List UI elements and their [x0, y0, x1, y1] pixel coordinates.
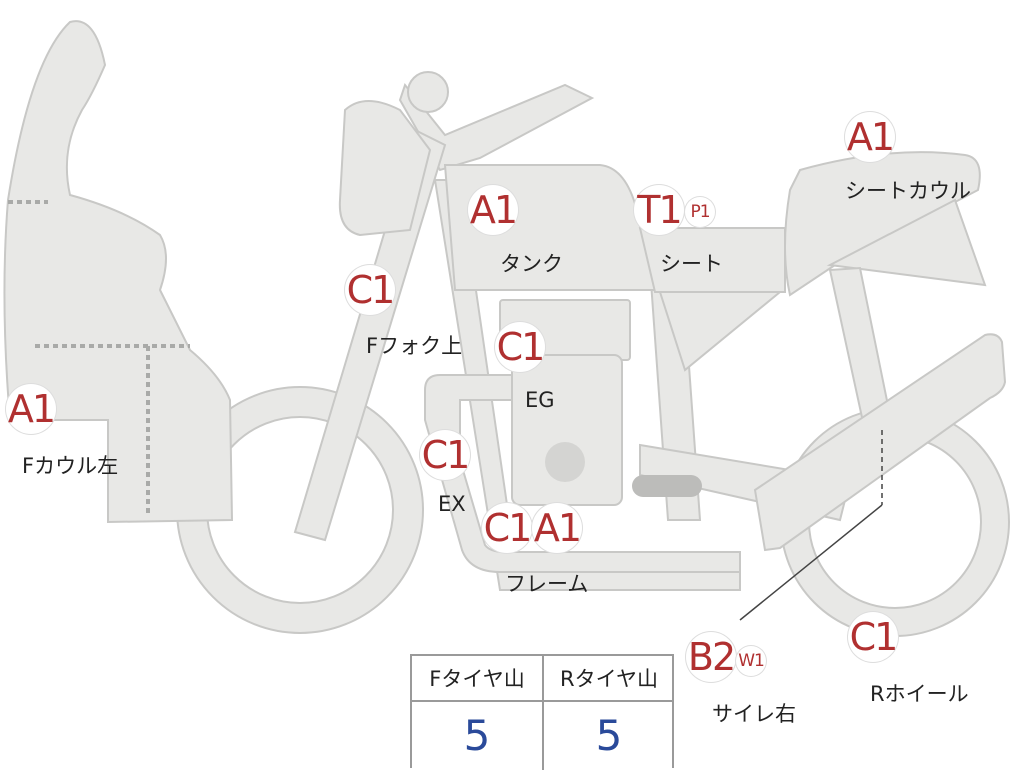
silencer: [753, 333, 1007, 552]
headlight: [338, 100, 432, 237]
sub-badge-seat: P1: [685, 197, 715, 227]
part-label-r-wheel: Rホイール: [870, 682, 969, 706]
sub-badge-silencer: W1: [736, 646, 766, 676]
grade-badge-f-fork: C1: [345, 265, 395, 315]
grade-badge-silencer: B2: [686, 632, 736, 682]
part-label-silencer: サイレ右: [712, 702, 796, 726]
front-cowl: [3, 20, 234, 524]
part-label-exhaust: EX: [438, 492, 466, 516]
tire-header-rear: Rタイヤ山: [544, 656, 674, 702]
part-label-f-cowl: Fカウル左: [22, 454, 119, 478]
exhaust-pipe: [424, 374, 741, 573]
front-fork: [293, 128, 447, 542]
part-label-seat-cowl: シートカウル: [845, 179, 971, 203]
grade-badge-engine: C1: [495, 322, 545, 372]
part-label-frame: フレーム: [505, 572, 589, 596]
grade-badge-seat-cowl: A1: [845, 112, 895, 162]
tire-value-front: 5: [463, 710, 491, 760]
grade-badge-r-wheel: C1: [848, 612, 898, 662]
part-label-engine: EG: [525, 388, 555, 412]
tire-tread-table: Fタイヤ山 Rタイヤ山 5 5: [410, 654, 674, 770]
handlebar: [398, 82, 595, 172]
part-label-f-fork: Fフォク上: [366, 334, 463, 358]
grade-badge-f-cowl: A1: [6, 384, 56, 434]
grade-badge-frame-1: C1: [482, 503, 532, 553]
grade-badge-seat: T1: [634, 185, 684, 235]
grade-badge-frame-2: A1: [532, 503, 582, 553]
grade-badge-tank: A1: [468, 185, 518, 235]
table-divider: [542, 656, 544, 770]
part-label-tank: タンク: [500, 252, 563, 276]
seat-shape: [638, 227, 786, 293]
tire-value-rear: 5: [595, 710, 623, 760]
tire-header-front: Fタイヤ山: [412, 656, 542, 702]
grade-badge-exhaust: C1: [420, 430, 470, 480]
part-label-seat: シート: [660, 252, 723, 276]
